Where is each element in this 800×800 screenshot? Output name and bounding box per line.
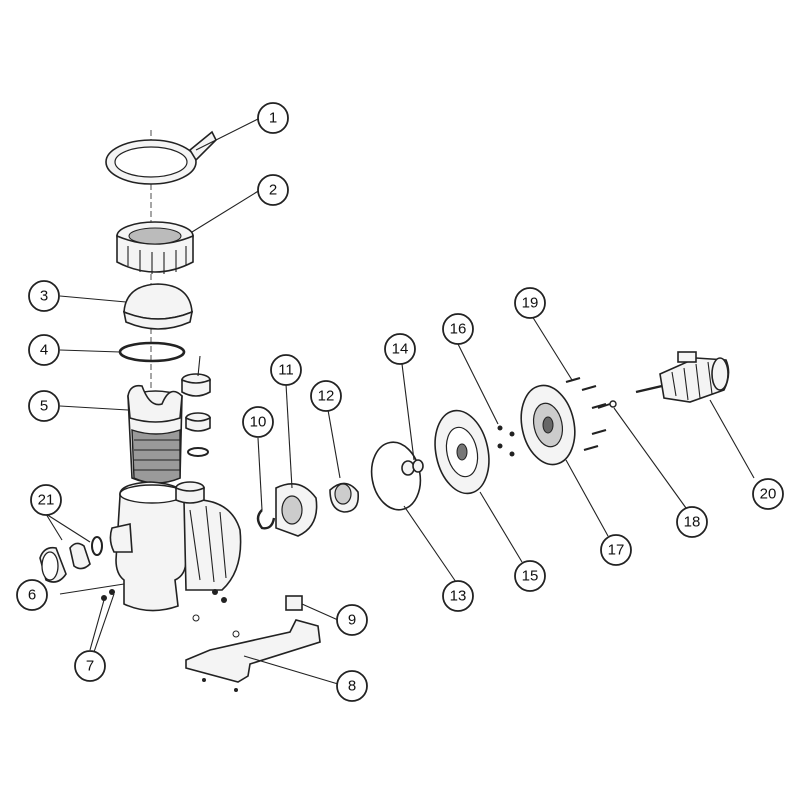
impeller bbox=[329, 482, 360, 513]
strainer-basket bbox=[127, 384, 183, 484]
callout-13: 13 bbox=[442, 580, 474, 612]
diffuser bbox=[275, 482, 318, 537]
svg-text:17: 17 bbox=[608, 542, 625, 559]
callout-6: 6 bbox=[16, 579, 48, 611]
flange-bolts bbox=[565, 376, 607, 452]
pump-housing bbox=[101, 481, 242, 612]
svg-text:14: 14 bbox=[392, 341, 409, 358]
svg-text:7: 7 bbox=[86, 658, 94, 675]
clear-lid bbox=[122, 283, 194, 330]
svg-text:13: 13 bbox=[450, 588, 467, 605]
fastener-set bbox=[497, 425, 515, 457]
callout-14: 14 bbox=[384, 333, 416, 365]
callout-8: 8 bbox=[336, 670, 368, 702]
callout-18: 18 bbox=[676, 506, 708, 538]
callout-15: 15 bbox=[514, 560, 546, 592]
base-bracket bbox=[185, 614, 321, 692]
callout-17: 17 bbox=[600, 534, 632, 566]
motor bbox=[635, 351, 730, 403]
svg-text:11: 11 bbox=[278, 362, 294, 379]
union-nut-top bbox=[181, 355, 211, 457]
svg-text:15: 15 bbox=[522, 568, 539, 585]
svg-text:4: 4 bbox=[40, 342, 48, 359]
svg-text:5: 5 bbox=[40, 398, 48, 415]
inlet-union-set bbox=[39, 536, 103, 583]
svg-text:21: 21 bbox=[38, 492, 55, 509]
callout-10: 10 bbox=[242, 406, 274, 438]
seal-plate bbox=[434, 409, 490, 495]
lid-lock-ring bbox=[116, 221, 194, 274]
svg-text:3: 3 bbox=[40, 288, 48, 305]
mechanical-seal bbox=[401, 459, 424, 476]
svg-text:18: 18 bbox=[684, 514, 701, 531]
leader-lines bbox=[45, 117, 755, 685]
callout-3: 3 bbox=[28, 280, 60, 312]
drain-plug-block bbox=[285, 595, 303, 611]
lid-wrench bbox=[105, 130, 217, 185]
seal-o-ring bbox=[256, 509, 276, 530]
callout-7: 7 bbox=[74, 650, 106, 682]
svg-text:12: 12 bbox=[318, 388, 335, 405]
lid-o-ring bbox=[118, 341, 186, 363]
svg-text:8: 8 bbox=[348, 678, 356, 695]
callout-5: 5 bbox=[28, 390, 60, 422]
svg-text:6: 6 bbox=[28, 587, 36, 604]
callout-1: 1 bbox=[257, 102, 289, 134]
callout-11: 11 bbox=[270, 354, 302, 386]
callout-20: 20 bbox=[752, 478, 784, 510]
svg-text:1: 1 bbox=[269, 110, 277, 127]
housing-gasket bbox=[370, 441, 422, 511]
motor-screw bbox=[597, 400, 617, 409]
callout-12: 12 bbox=[310, 380, 342, 412]
svg-text:10: 10 bbox=[250, 414, 267, 431]
callout-2: 2 bbox=[257, 174, 289, 206]
svg-text:20: 20 bbox=[760, 486, 777, 503]
callouts: 1 2 3 4 5 6 7 8 9 10 11 12 13 14 15 16 1… bbox=[16, 102, 784, 702]
svg-text:16: 16 bbox=[450, 321, 467, 338]
svg-text:2: 2 bbox=[269, 182, 277, 199]
callout-4: 4 bbox=[28, 334, 60, 366]
svg-text:19: 19 bbox=[522, 295, 539, 312]
svg-text:9: 9 bbox=[348, 612, 356, 629]
callout-19: 19 bbox=[514, 287, 546, 319]
callout-9: 9 bbox=[336, 604, 368, 636]
callout-16: 16 bbox=[442, 313, 474, 345]
callout-21: 21 bbox=[30, 484, 62, 516]
motor-flange bbox=[520, 384, 576, 466]
